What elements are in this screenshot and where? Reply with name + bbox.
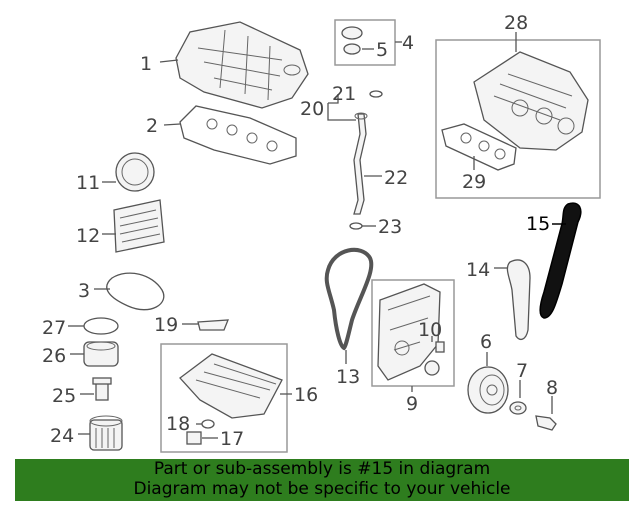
callout-10: 10 [418,319,442,341]
dipstick-guide-part [353,112,368,215]
oil-pan-part [179,353,283,419]
sensor-part [92,377,112,401]
callout-25: 25 [52,385,76,407]
oil-cooler-part [83,341,119,367]
callout-19: 19 [154,314,178,336]
callout-14: 14 [466,259,490,281]
callout-6: 6 [480,331,492,353]
oil-filler-cap-part [341,26,363,55]
part-28-group-box [435,39,601,199]
o-ring-part [83,317,119,335]
drain-plug-part [186,431,202,445]
bracket-part [197,319,229,331]
info-banner: Part or sub-assembly is #15 in diagram D… [15,459,629,501]
callout-20: 20 [300,98,324,120]
timing-chain-part [324,248,374,351]
callout-13: 13 [336,366,360,388]
callout-8: 8 [546,377,558,399]
part-16-group-box [160,343,288,453]
baffle-plate-part [113,199,165,253]
gasket-part [106,272,165,311]
intake-manifold-part [473,51,589,151]
part-9-group-box [371,279,455,387]
timing-chain-cover-part [377,283,441,381]
oil-seal-part [115,152,155,192]
washer-part [509,401,527,415]
callout-11: 11 [76,172,100,194]
callout-27: 27 [42,317,66,339]
callout-3: 3 [78,280,90,302]
banner-line-2: Diagram may not be specific to your vehi… [133,479,511,499]
oil-filter-part [89,415,123,451]
crankshaft-pulley-part [467,366,509,414]
tensioner-arm-part [506,259,531,341]
callout-9: 9 [406,393,418,415]
drain-gasket-part [201,419,215,429]
timing-chain-guide-part [539,202,582,319]
callout-1: 1 [140,53,152,75]
banner-line-1: Part or sub-assembly is #15 in diagram [153,459,491,479]
callout-22: 22 [384,167,408,189]
cylinder-head-cover-part [175,21,309,109]
callout-5: 5 [376,39,388,61]
callout-12: 12 [76,225,100,247]
callout-29: 29 [462,171,486,193]
crank-bolt-part [535,415,557,431]
dipstick-o-ring-part [369,90,383,98]
callout-21: 21 [332,83,356,105]
callout-23: 23 [378,216,402,238]
callout-18: 18 [166,413,190,435]
callout-26: 26 [42,345,66,367]
cover-gasket-part [179,105,297,165]
callout-24: 24 [50,425,74,447]
callout-17: 17 [220,428,244,450]
cover-seal-part [424,341,445,376]
callout-15: 15 [526,213,550,235]
callout-4: 4 [402,32,414,54]
intake-gasket-part [441,123,517,171]
callout-7: 7 [516,360,528,382]
guide-o-ring-part [349,222,363,230]
parts-diagram: 1 2 11 12 3 27 26 25 [42,12,601,453]
callout-28: 28 [504,12,528,34]
callout-16: 16 [294,384,318,406]
callout-2: 2 [146,115,158,137]
